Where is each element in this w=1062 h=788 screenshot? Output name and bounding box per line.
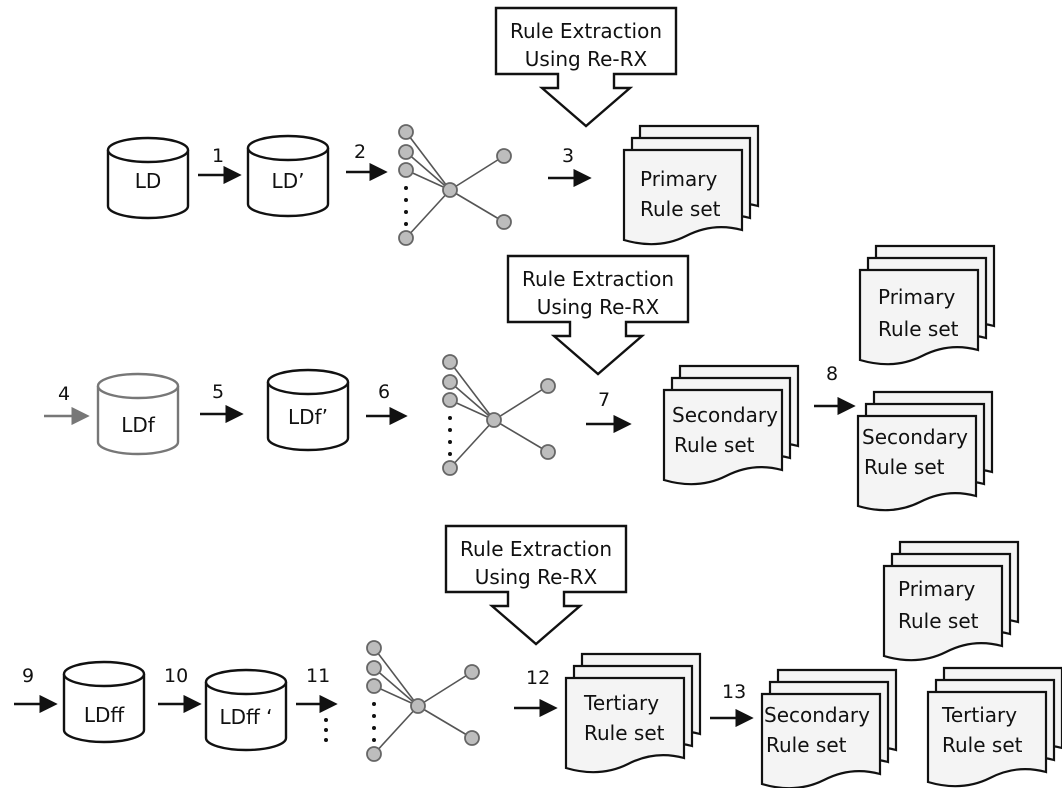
database-ldf: LDf xyxy=(96,372,180,456)
step-2-label: 2 xyxy=(354,141,366,163)
rule-extraction-title: Rule Extraction xyxy=(460,537,612,561)
database-ldff-label: LDff xyxy=(84,703,126,727)
step-10-label: 10 xyxy=(164,665,188,687)
database-ldf-prime-label: LDf’ xyxy=(288,405,328,429)
rule-extraction-title: Rule Extraction xyxy=(510,19,662,43)
database-ldf-prime: LDf’ xyxy=(266,368,350,452)
ellipsis-dot xyxy=(324,718,328,722)
tertiary-rule-set-doc: Tertiary Rule set xyxy=(564,652,702,774)
step-1-label: 1 xyxy=(212,145,224,167)
primary-rule-set-line2: Rule set xyxy=(898,609,979,633)
database-ld: LD xyxy=(106,136,190,220)
primary-rule-set-output-2: Primary Rule set xyxy=(858,244,996,366)
secondary-rule-set-output-3: Secondary Rule set xyxy=(760,668,898,788)
rule-extraction-callout-1: Rule Extraction Using Re-RX xyxy=(494,6,678,128)
secondary-rule-set-line2: Rule set xyxy=(864,455,945,479)
tertiary-rule-set-line2: Rule set xyxy=(584,721,665,745)
secondary-rule-set-line2: Rule set xyxy=(766,733,847,757)
database-ldf-label: LDf xyxy=(121,413,156,437)
rule-extraction-method: Using Re-RX xyxy=(525,47,648,71)
rule-extraction-callout-3: Rule Extraction Using Re-RX xyxy=(444,524,628,646)
secondary-rule-set-line1: Secondary xyxy=(764,703,870,727)
row1: Rule Extraction Using Re-RX LD 1 LD’ 2 3… xyxy=(106,6,760,246)
database-ldff-prime: LDff ‘ xyxy=(204,668,288,752)
secondary-rule-set-line2: Rule set xyxy=(674,433,755,457)
step-5-label: 5 xyxy=(212,381,224,403)
step-11-label: 11 xyxy=(306,665,330,687)
step-6-label: 6 xyxy=(378,381,390,403)
primary-rule-set-line2: Rule set xyxy=(640,197,721,221)
neural-network-1 xyxy=(398,124,512,246)
database-ld-label: LD xyxy=(135,169,162,193)
primary-rule-set-line1: Primary xyxy=(878,285,955,309)
database-ld-prime: LD’ xyxy=(246,134,330,218)
tertiary-rule-set-line2: Rule set xyxy=(942,733,1023,757)
row2: Rule Extraction Using Re-RX 4 LDf 5 LDf’… xyxy=(44,244,996,512)
secondary-rule-set-output-2: Secondary Rule set xyxy=(856,390,994,512)
step-8-label: 8 xyxy=(826,363,838,385)
tertiary-rule-set-output-3: Tertiary Rule set xyxy=(926,666,1062,788)
rule-extraction-callout-2: Rule Extraction Using Re-RX xyxy=(506,254,690,376)
database-ldff-prime-label: LDff ‘ xyxy=(219,705,272,729)
step-3-label: 3 xyxy=(562,145,574,167)
rule-extraction-title: Rule Extraction xyxy=(522,267,674,291)
step-7-label: 7 xyxy=(598,389,610,411)
step-4-label: 4 xyxy=(58,383,70,405)
rule-extraction-method: Using Re-RX xyxy=(537,295,660,319)
tertiary-rule-set-line1: Tertiary xyxy=(583,691,659,715)
rule-extraction-method: Using Re-RX xyxy=(475,565,598,589)
primary-rule-set-line1: Primary xyxy=(640,167,717,191)
secondary-rule-set-doc: Secondary Rule set xyxy=(662,364,800,486)
database-ld-prime-label: LD’ xyxy=(272,169,305,193)
neural-network-2 xyxy=(442,354,556,476)
primary-rule-set-line2: Rule set xyxy=(878,317,959,341)
primary-rule-set-doc: Primary Rule set xyxy=(622,124,760,246)
step-9-label: 9 xyxy=(22,665,34,687)
secondary-rule-set-line1: Secondary xyxy=(862,425,968,449)
tertiary-rule-set-line1: Tertiary xyxy=(941,703,1017,727)
step-13-label: 13 xyxy=(722,681,746,703)
step-12-label: 12 xyxy=(526,667,550,689)
ellipsis-dot xyxy=(324,728,328,732)
neural-network-3 xyxy=(366,640,480,762)
row3: Rule Extraction Using Re-RX 9 LDff 10 LD… xyxy=(14,524,1062,788)
database-ldff: LDff xyxy=(62,660,146,744)
primary-rule-set-line1: Primary xyxy=(898,577,975,601)
primary-rule-set-output-3: Primary Rule set xyxy=(882,540,1020,662)
secondary-rule-set-line1: Secondary xyxy=(672,403,778,427)
ellipsis-dot xyxy=(324,738,328,742)
